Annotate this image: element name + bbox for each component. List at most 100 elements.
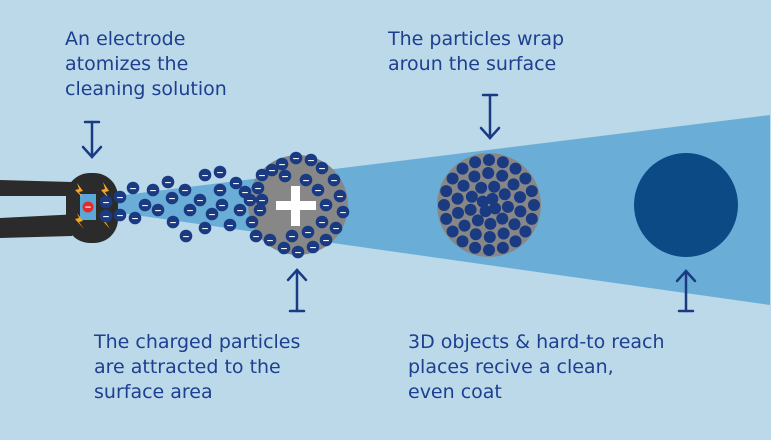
arrow-up-icon [286, 268, 308, 313]
charged-particle [275, 157, 289, 171]
charged-particle [278, 169, 292, 183]
particle-charge-sign: − [318, 218, 326, 228]
particle-charge-sign: − [182, 232, 190, 242]
wrapping-particle [483, 244, 495, 256]
particle-charge-sign: − [208, 210, 216, 220]
particle-charge-sign: − [141, 201, 149, 211]
wrapping-particle [483, 154, 495, 166]
particle-charge-sign: − [292, 154, 300, 164]
charged-particle [315, 215, 329, 229]
particle-charge-sign: − [252, 232, 260, 242]
caption-particles-wrap: The particles wrap aroun the surface [388, 28, 565, 75]
particle-charge-sign: − [149, 186, 157, 196]
wrapping-particle [496, 169, 509, 182]
wrapping-particle [438, 199, 450, 211]
particle-charge-sign: − [332, 224, 340, 234]
plus-icon [276, 186, 316, 226]
charged-particle [327, 173, 341, 187]
charged-particle [229, 176, 243, 190]
charged-particle [245, 215, 259, 229]
particle-charge-sign: − [164, 178, 172, 188]
particle-charge-sign: − [254, 184, 262, 194]
particle-charge-sign: − [288, 232, 296, 242]
particle-charge-sign: − [232, 179, 240, 189]
charged-particle [233, 203, 247, 217]
charged-particle [289, 151, 303, 165]
wrapping-particles [438, 154, 540, 256]
coated-object [634, 153, 738, 257]
charged-particle [99, 195, 113, 209]
charged-particle [301, 225, 315, 239]
charged-particle [151, 203, 165, 217]
charged-particle [255, 168, 269, 182]
particle-charge-sign: − [216, 186, 224, 196]
wrapping-particle [476, 195, 489, 208]
wrapping-particle [469, 241, 482, 254]
wrapping-particle [457, 179, 470, 192]
wrapping-particle [514, 191, 526, 204]
particle-charge-sign: − [169, 218, 177, 228]
wrapping-particle [484, 217, 497, 230]
particle-charge-sign: − [302, 176, 310, 186]
particle-charge-sign: − [116, 211, 124, 221]
wrapping-particle [507, 178, 520, 191]
particle-charge-sign: − [322, 236, 330, 246]
wrapping-particle [471, 214, 484, 227]
particle-charge-sign: − [226, 221, 234, 231]
charged-particle [138, 198, 152, 212]
wrapping-particle [488, 180, 501, 193]
charged-particle [166, 215, 180, 229]
charged-particle [249, 229, 263, 243]
wrapping-particle [452, 206, 464, 219]
particle-charge-sign: − [258, 196, 266, 206]
charged-particle [223, 218, 237, 232]
particle-charge-sign: − [266, 236, 274, 246]
caption-even-coat: 3D objects & hard-to reach places recive… [408, 331, 665, 403]
charged-particle [193, 193, 207, 207]
particle-charge-sign: − [216, 168, 224, 178]
particle-charge-sign: − [241, 188, 249, 198]
wrapping-particle [469, 228, 482, 241]
particle-charge-sign: − [116, 193, 124, 203]
charged-particle [146, 183, 160, 197]
particle-charge-sign: − [322, 201, 330, 211]
wrapping-particle [440, 185, 453, 198]
charged-particle [165, 191, 179, 205]
wrapping-particle [519, 172, 532, 185]
particle-charge-sign: − [256, 206, 264, 216]
particle-charge-sign: − [318, 164, 326, 174]
particle-charge-sign: − [278, 160, 286, 170]
arrow-down-icon [479, 93, 501, 140]
particle-charge-sign: − [246, 196, 254, 206]
wrapping-particle [509, 162, 522, 175]
wrapping-particle [483, 231, 496, 243]
charged-particles: −−−−−−−−−−−−−−−−−−−−−−−−−−−−−−−−−−−−−−−−… [99, 151, 350, 259]
particle-charge-sign: − [280, 244, 288, 254]
charged-particle [205, 207, 219, 221]
charged-particle [299, 173, 313, 187]
charged-particle [128, 211, 142, 225]
particle-charge-sign: − [304, 228, 312, 238]
wrapping-particle [446, 172, 459, 185]
wrapping-particle [482, 167, 495, 179]
charged-particle [183, 203, 197, 217]
charged-particle [213, 165, 227, 179]
charged-particle [213, 183, 227, 197]
charged-particle [336, 205, 350, 219]
wrapping-particle [458, 219, 471, 232]
charged-particle [161, 175, 175, 189]
charged-particle [243, 193, 257, 207]
particle-charge-sign: − [131, 214, 139, 224]
wrapping-particle [496, 156, 509, 169]
charged-particle [265, 163, 279, 177]
charged-particle [178, 183, 192, 197]
wrapping-particle [496, 212, 509, 225]
charged-particle [126, 181, 140, 195]
charged-particle [99, 209, 113, 223]
electrode-nozzle-icon: − [0, 173, 118, 243]
wrapping-particle [514, 205, 527, 218]
charged-particle [253, 203, 267, 217]
wrapping-particle [468, 170, 481, 183]
